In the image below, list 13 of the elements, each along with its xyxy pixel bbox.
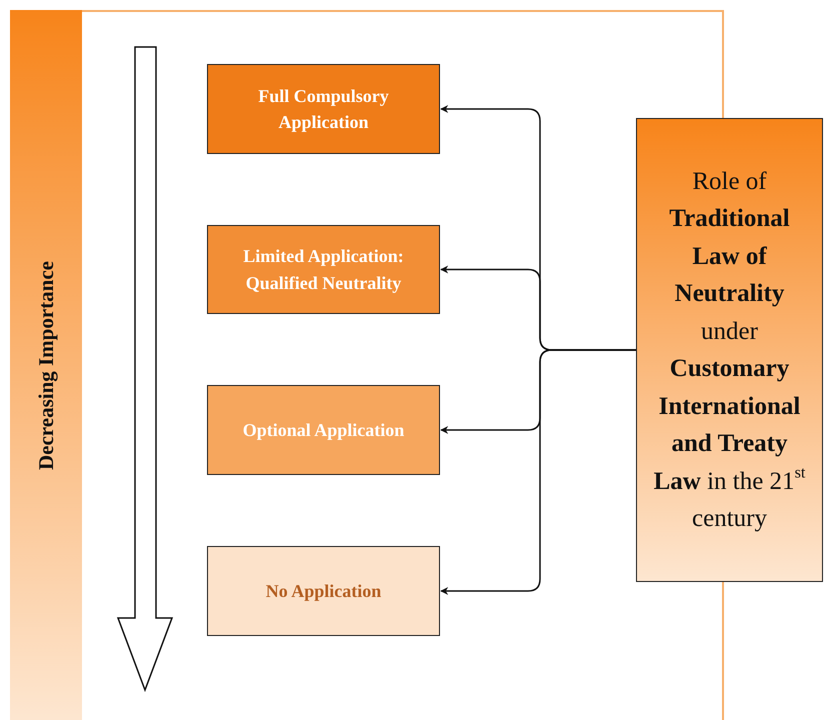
node-label: No Application: [266, 580, 382, 603]
node-label: Role of Traditional Law of Neutrality under Customary International and Treaty Law in the 21$^{st}$ century: [652, 166, 806, 534]
node-label: Decreasing Importance: [34, 260, 58, 470]
node-label: Limited Application: Qualified Neutrality: [242, 245, 405, 295]
node-label: Optional Application: [242, 418, 404, 442]
vertical-band: [10, 10, 82, 720]
process-box: [636, 118, 823, 582]
arrow: [440, 349, 636, 595]
node-label: Full Compulsory Application: [257, 84, 390, 134]
process-box: [207, 546, 440, 636]
process-box: [207, 64, 440, 154]
process-box: [207, 385, 440, 475]
process-box: [207, 225, 440, 314]
